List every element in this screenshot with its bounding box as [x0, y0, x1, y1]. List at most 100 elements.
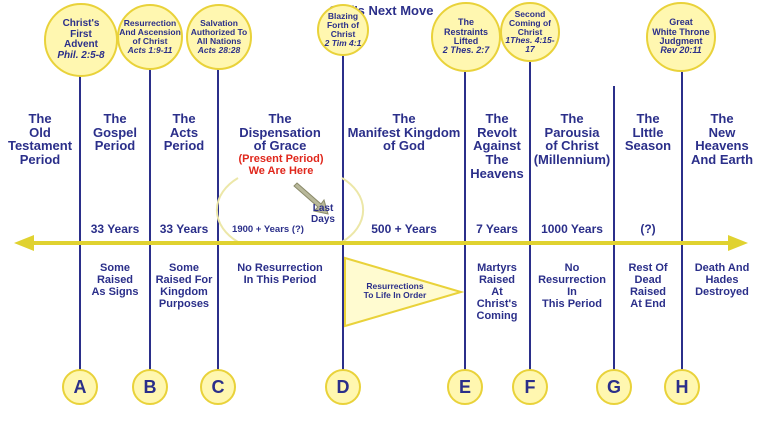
- divider-f: [529, 62, 531, 370]
- event-label-line: Great: [669, 17, 693, 28]
- period-title-line: Period: [19, 151, 61, 167]
- marker-f: F: [512, 369, 548, 405]
- period-title-line: The: [103, 111, 127, 126]
- present-period-text: (Present Period): [238, 153, 324, 165]
- marker-b: B: [132, 369, 168, 405]
- resurrection-note-line: Christ's: [476, 298, 518, 311]
- divider-g: [613, 86, 615, 370]
- event-label-line: First: [70, 28, 92, 40]
- event-label-line: Restraints: [443, 26, 488, 37]
- period-title-line: Heavens: [470, 165, 524, 181]
- period-title-line: Revolt: [477, 124, 517, 140]
- resurrection-note-line: As Signs: [91, 286, 139, 299]
- resurrection-note-line: Some: [169, 262, 199, 274]
- event-label-line: All Nations: [196, 36, 242, 46]
- marker-e: E: [447, 369, 483, 405]
- period-title-line: The: [268, 111, 292, 126]
- event-label-line: Blazing: [327, 11, 359, 22]
- period-title-line: The: [172, 111, 196, 126]
- timeline-arrow-right-head: [728, 235, 748, 251]
- resurrection-order-triangle: [344, 256, 465, 328]
- event-label-line: Salvation: [200, 18, 238, 29]
- duration-revolt: 7 Years: [476, 222, 518, 236]
- timeline-arrow-shaft: [22, 241, 740, 245]
- period-title-line: Against: [473, 138, 521, 154]
- period-title-line: Old: [29, 124, 51, 140]
- present-period-label: (Present Period)We Are Here: [222, 153, 340, 177]
- resurrection-note-line: Kingdom: [160, 286, 208, 299]
- period-title-line: LIttle: [632, 124, 664, 140]
- period-title-line: The: [560, 111, 584, 126]
- resurrection-note-line: In: [567, 286, 577, 299]
- resurrection-note-line: Purposes: [158, 298, 210, 311]
- event-reference: Acts 28:28: [197, 44, 241, 55]
- event-reference: 2 Tim 4:1: [324, 37, 362, 48]
- resurrection-note-line: To Life In Order: [363, 290, 427, 301]
- period-title-line: Parousia: [544, 124, 600, 140]
- period-title-line: The: [636, 111, 660, 126]
- timeline-arrow-left-head: [14, 235, 34, 251]
- we-are-here-text: We Are Here: [248, 164, 314, 177]
- resurrection-note-line: Dead: [634, 274, 662, 287]
- resurrection-note-line: Raised: [629, 286, 667, 299]
- period-title-line: Acts: [169, 124, 199, 140]
- event-label-line: Second: [514, 8, 546, 19]
- divider-h: [681, 72, 683, 370]
- resurrection-note-line: Raised: [478, 274, 516, 287]
- grace-bracket: [215, 177, 365, 243]
- resurrection-note-line: Resurrection: [538, 274, 606, 287]
- period-title-line: And Earth: [690, 151, 754, 167]
- divider-e: [464, 72, 466, 370]
- period-title-line: The: [28, 111, 52, 126]
- event-reference: Rev 20:11: [660, 45, 702, 56]
- resurrection-note-line: In This Period: [243, 274, 317, 287]
- resurrection-note-line: No: [564, 262, 580, 274]
- present-pointer-arrow: [293, 182, 329, 215]
- marker-a: A: [62, 369, 98, 405]
- event-reference: Phil. 2:5-8: [57, 49, 105, 61]
- divider-a: [79, 76, 81, 370]
- duration-grace: 1900 + Years (?): [232, 224, 304, 235]
- resurrection-note-line: No Resurrection: [237, 262, 323, 274]
- period-title-line: New: [708, 124, 736, 140]
- event-label-line: of Christ: [132, 36, 168, 46]
- event-label-line: Authorized To: [190, 27, 248, 38]
- period-title-line: Heavens: [695, 138, 749, 154]
- resurrection-note-line: Rest Of: [628, 262, 668, 274]
- divider-d: [342, 56, 344, 370]
- period-title-line: Period: [163, 138, 205, 154]
- event-reference: Acts 1:9-11: [127, 44, 173, 55]
- resurrection-note-line: At: [491, 286, 503, 299]
- period-title-line: The: [710, 111, 734, 126]
- duration-little-season: (?): [640, 222, 656, 236]
- event-label-line: Christ's: [62, 18, 100, 29]
- period-title-line: Period: [94, 138, 136, 154]
- resurrection-note-line: Some: [100, 262, 130, 274]
- marker-d: D: [325, 369, 361, 405]
- period-title-line: of Christ: [545, 138, 599, 154]
- resurrection-note-line: This Period: [542, 298, 602, 311]
- duration-parousia: 1000 Years: [541, 222, 603, 236]
- last-days-line: Last: [312, 203, 334, 214]
- resurrection-note-line: At End: [630, 298, 666, 311]
- duration-manifest-kingdom: 500 + Years: [371, 222, 437, 236]
